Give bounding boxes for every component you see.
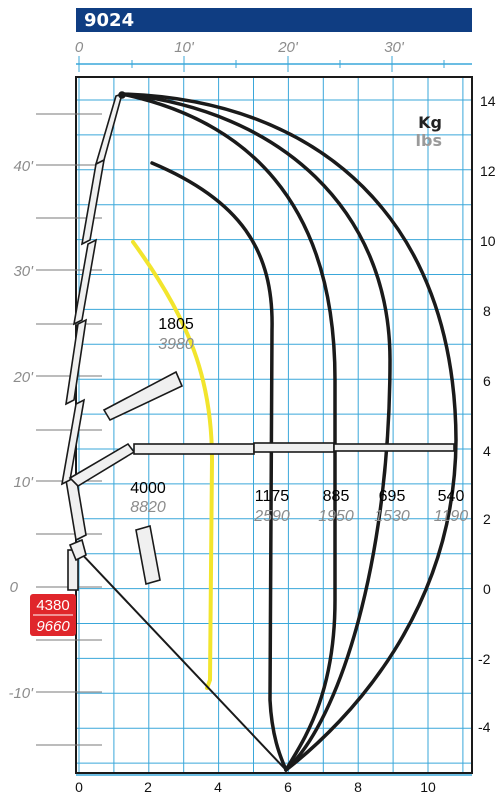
bottom-tick-label: 0	[75, 779, 83, 795]
top-tick-label: 0	[75, 39, 84, 56]
right-tick-label: 2	[483, 511, 491, 527]
unit-lbs: lbs	[416, 131, 442, 150]
capacity-lbs: 3980	[158, 336, 194, 353]
inclined-boom	[102, 370, 184, 422]
unit-kg: Kg	[418, 113, 442, 132]
capacity-lbs: 2590	[253, 508, 290, 525]
right-tick-label: 0	[483, 581, 491, 597]
capacity-lbs: 8820	[130, 499, 166, 516]
load-curves	[120, 92, 458, 772]
capacity-kg: 4000	[130, 480, 166, 497]
bottom-tick-label: 2	[144, 779, 152, 795]
right-tick-label: 4	[483, 443, 491, 459]
boom-section	[60, 398, 86, 486]
capacity-kg: 695	[379, 488, 406, 505]
capacity-lbs: 1950	[318, 508, 354, 525]
top-tick-label: 10'	[174, 39, 195, 56]
curve-1175	[150, 161, 288, 772]
inner-boom	[65, 474, 87, 542]
right-tick-label: 12	[480, 163, 496, 179]
chart-grid	[76, 77, 472, 773]
curve-695	[120, 92, 392, 772]
left-tick-label: 40'	[13, 158, 34, 175]
folded-jib	[135, 524, 161, 586]
right-tick-label: 14	[480, 93, 496, 109]
crane-drawings	[60, 91, 455, 591]
capacity-kg: 1175	[255, 488, 290, 505]
right-tick-label: 6	[483, 373, 491, 389]
horizontal-boom-ext	[253, 442, 335, 453]
left-tick-label: 0	[10, 579, 19, 596]
boom-section	[72, 238, 98, 326]
base-diagonal	[77, 549, 287, 771]
left-tick-label: -10'	[8, 685, 34, 702]
base-capacity-lbs: 9660	[36, 618, 70, 635]
top-tick-label: 30'	[384, 39, 405, 56]
right-tick-label: 8	[483, 303, 491, 319]
top-axis-ticks	[78, 56, 445, 72]
left-tick-label: 20'	[12, 369, 34, 386]
horizontal-boom	[133, 443, 255, 455]
model-title: 9024	[84, 10, 135, 31]
capacity-lbs: 1190	[434, 508, 469, 525]
left-tick-label: 30'	[13, 263, 34, 280]
bottom-tick-label: 10	[420, 779, 436, 795]
header-bar: 9024	[76, 8, 472, 32]
capacity-kg: 540	[438, 488, 465, 505]
bottom-tick-label: 6	[284, 779, 292, 795]
horizontal-boom-ext	[333, 443, 455, 452]
curve-885	[120, 92, 337, 772]
boom-tip	[118, 91, 126, 99]
right-tick-label: -2	[478, 651, 491, 667]
right-tick-label: -4	[478, 719, 491, 735]
outer-curve-540	[120, 92, 458, 772]
right-tick-label: 10	[480, 233, 496, 249]
capacity-kg: 1805	[158, 316, 194, 333]
bottom-tick-label: 4	[214, 779, 222, 795]
capacity-kg: 885	[323, 488, 350, 505]
left-tick-label: 10'	[13, 474, 34, 491]
capacity-lbs: 1530	[374, 508, 410, 525]
boom-section	[80, 158, 106, 246]
bottom-tick-label: 8	[354, 779, 362, 795]
yellow-curve	[131, 240, 215, 690]
top-tick-label: 20'	[277, 39, 299, 56]
boom-section	[94, 92, 124, 166]
chart-frame	[75, 76, 473, 774]
base-capacity-kg: 4380	[36, 597, 69, 614]
crane-base-joint	[68, 538, 87, 562]
horizontal-boom-arm	[68, 442, 136, 488]
boom-section	[64, 318, 88, 406]
